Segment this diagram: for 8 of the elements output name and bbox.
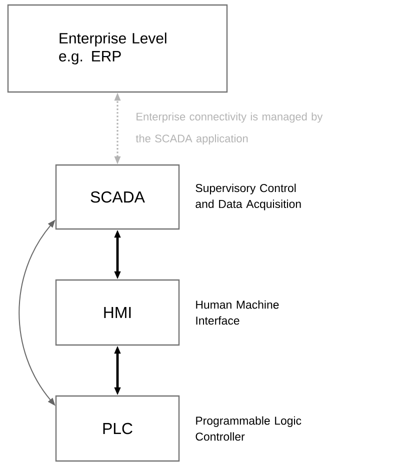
edge-label: Enterprise connectivity is managed by the SCADA application [136,112,323,145]
box: PLC [55,395,180,462]
box: Enterprise Level e.g. ERP [7,4,228,93]
box: SCADA [55,164,180,230]
description: Human Machine Interface [196,300,279,325]
description: Supervisory Control and Data Acquisition [196,184,301,210]
box: HMI [55,279,180,346]
description: Programmable Logic Controller [196,416,302,441]
